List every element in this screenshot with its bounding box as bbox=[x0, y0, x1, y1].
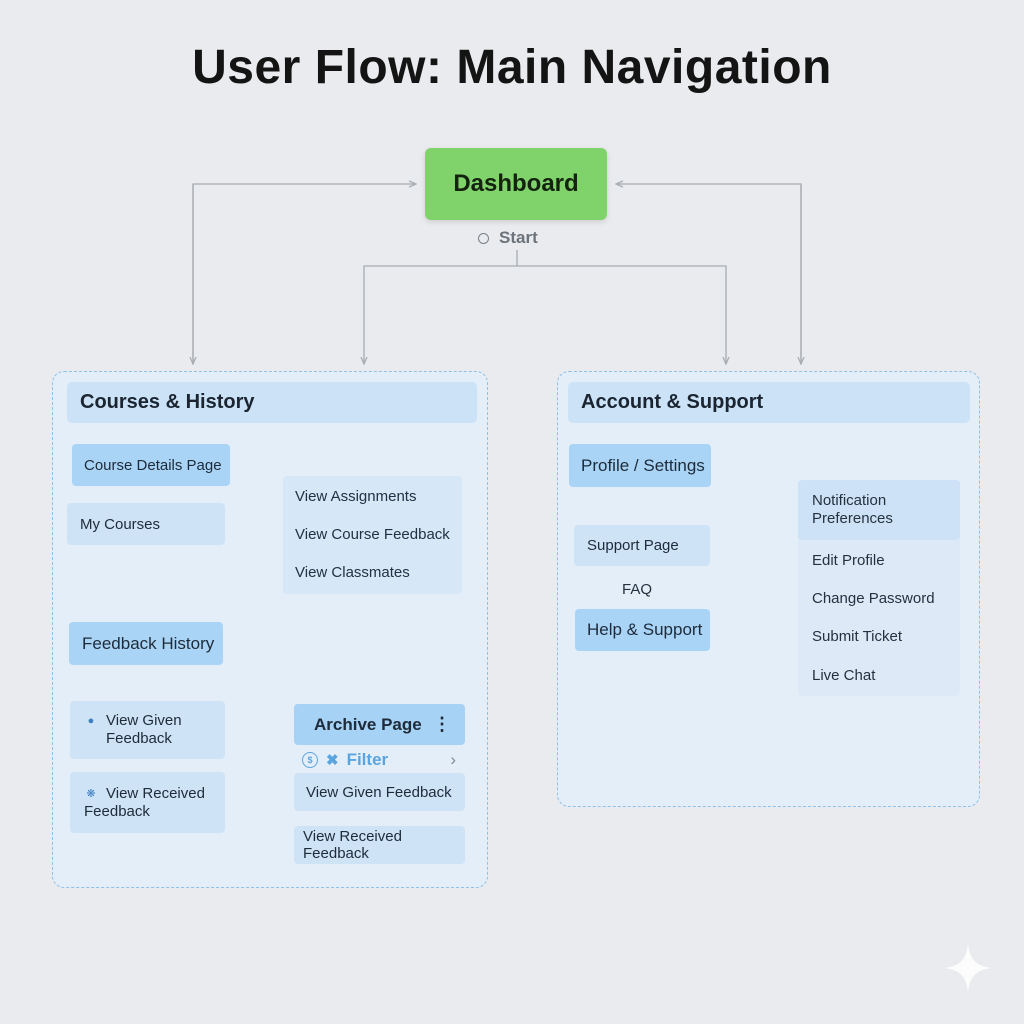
connector-left-to-dashboard bbox=[192, 184, 416, 364]
start-marker: Start bbox=[478, 228, 538, 248]
submit-ticket-item[interactable]: Submit Ticket bbox=[812, 628, 903, 645]
archive-view-received-feedback[interactable]: View Received Feedback bbox=[294, 826, 465, 864]
course-details-page-node[interactable]: Course Details Page bbox=[72, 444, 230, 486]
dashboard-node[interactable]: Dashboard bbox=[425, 148, 607, 220]
view-assignments-item[interactable]: View Assignments bbox=[295, 488, 417, 505]
connector-start-split-right bbox=[517, 265, 726, 364]
view-given-feedback-node[interactable]: ● View Given Feedback bbox=[70, 701, 225, 759]
notification-preferences-line2: Preferences bbox=[812, 510, 893, 527]
view-received-feedback-node[interactable]: ❋ View Received Feedback bbox=[70, 772, 225, 833]
archive-page-label: Archive Page bbox=[314, 714, 422, 734]
change-password-item[interactable]: Change Password bbox=[812, 590, 935, 607]
user-icon: ● bbox=[87, 715, 95, 727]
support-page-node[interactable]: Support Page bbox=[574, 525, 710, 566]
view-given-feedback-line2: Feedback bbox=[106, 730, 172, 747]
page-title: User Flow: Main Navigation bbox=[192, 41, 832, 94]
account-subitems-panel: Notification Preferences Edit Profile Ch… bbox=[798, 480, 960, 696]
connector-right-to-dashboard bbox=[616, 184, 802, 364]
connector-start-split bbox=[364, 250, 518, 364]
notification-preferences-item[interactable]: Notification Preferences bbox=[812, 492, 893, 528]
edit-profile-item[interactable]: Edit Profile bbox=[812, 552, 885, 569]
courses-history-header: Courses & History bbox=[67, 382, 477, 423]
notification-preferences-line1: Notification bbox=[812, 492, 887, 509]
my-courses-node[interactable]: My Courses bbox=[67, 503, 225, 545]
start-circle-icon bbox=[478, 232, 489, 244]
archive-view-given-feedback[interactable]: View Given Feedback bbox=[294, 773, 465, 811]
sparkle-icon bbox=[944, 944, 992, 992]
help-support-node[interactable]: Help & Support bbox=[575, 609, 710, 651]
faq-label[interactable]: FAQ bbox=[622, 581, 653, 598]
kebab-menu-icon[interactable]: ⋮ bbox=[433, 714, 451, 734]
profile-settings-node[interactable]: Profile / Settings bbox=[569, 444, 711, 487]
filter-label: Filter bbox=[346, 750, 389, 769]
view-received-feedback-line1: View Received bbox=[106, 784, 205, 802]
view-classmates-item[interactable]: View Classmates bbox=[295, 564, 410, 581]
course-subitems-panel: View Assignments View Course Feedback Vi… bbox=[283, 476, 462, 594]
archive-page-node[interactable]: Archive Page ⋮ bbox=[294, 704, 465, 745]
notification-preferences-highlight bbox=[798, 480, 960, 540]
live-chat-item[interactable]: Live Chat bbox=[812, 667, 876, 684]
chevron-right-icon: › bbox=[450, 750, 456, 769]
feedback-history-node[interactable]: Feedback History bbox=[69, 622, 223, 665]
view-course-feedback-item[interactable]: View Course Feedback bbox=[295, 526, 450, 543]
filter-control[interactable]: $ ✖ Filter › bbox=[302, 749, 456, 771]
settings-circle-icon: $ bbox=[302, 752, 318, 768]
view-given-feedback-line1: View Given bbox=[106, 712, 182, 729]
account-support-header: Account & Support bbox=[568, 382, 970, 423]
start-label: Start bbox=[499, 228, 538, 247]
filter-x-icon: ✖ bbox=[326, 752, 339, 769]
group-icon: ❋ bbox=[86, 787, 96, 800]
view-received-feedback-line2: Feedback bbox=[84, 802, 150, 820]
